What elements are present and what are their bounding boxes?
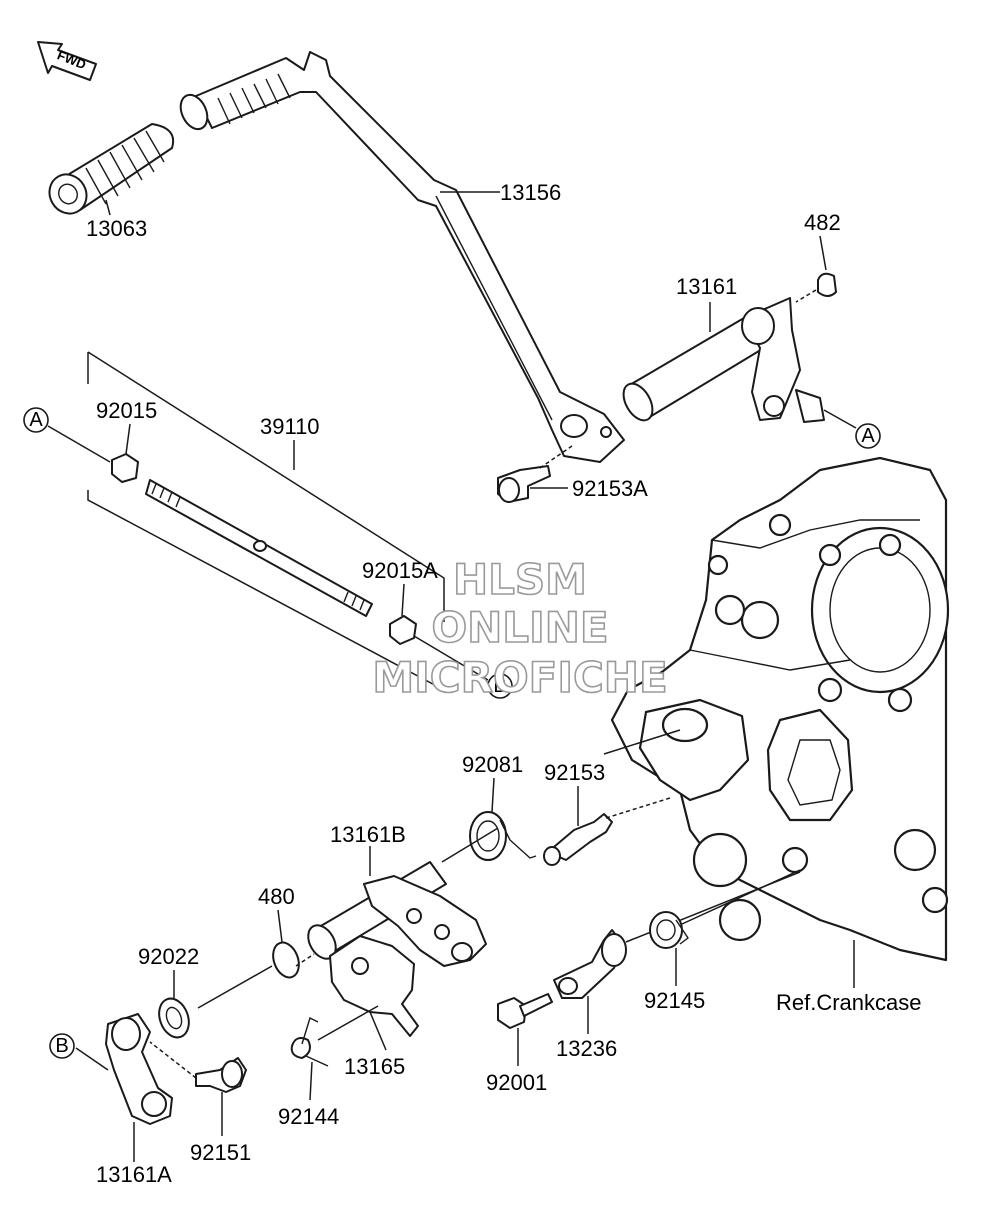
leader-a-left (47, 425, 111, 463)
watermark-line1: HLSM (453, 555, 587, 604)
leader-13161B-b (441, 827, 499, 863)
label-13161: 13161 (676, 274, 737, 299)
rod-assembly-bracket (87, 351, 445, 691)
leader-13165 (369, 1011, 387, 1051)
label-92145: 92145 (644, 988, 705, 1013)
label-480: 480 (258, 884, 295, 909)
label-13063: 13063 (86, 216, 147, 241)
part-480-circlip (272, 941, 300, 979)
leader-92151-b (149, 1041, 197, 1079)
part-92153A-bolt (497, 465, 551, 503)
label-92153A: 92153A (572, 476, 648, 501)
label-92153: 92153 (544, 760, 605, 785)
leader-92153-b (605, 797, 671, 819)
leader-92144-b (317, 1005, 379, 1041)
part-92144-spring (290, 1017, 329, 1067)
fwd-arrow-icon: FWD (37, 41, 97, 81)
part-92015A-nut (389, 615, 417, 645)
leader-482b (795, 289, 817, 303)
part-92153-bolt (543, 813, 613, 866)
part-92081-spring (469, 811, 537, 861)
leader-92015A (401, 583, 405, 617)
part-13161B-shaft (307, 861, 487, 967)
leader-b-right (413, 635, 489, 681)
label-13156: 13156 (500, 180, 561, 205)
leader-482 (819, 235, 827, 271)
callout-a-right: A (855, 423, 881, 449)
label-92144: 92144 (278, 1104, 339, 1129)
leader-92081 (491, 777, 495, 813)
leader-480 (277, 909, 283, 943)
part-13161-shaft (622, 297, 825, 423)
part-13236-lever (553, 929, 627, 999)
callout-b-right: B (487, 673, 513, 699)
label-13236: 13236 (556, 1036, 617, 1061)
part-13165-plate (329, 935, 419, 1037)
label-ref-crankcase: Ref.Crankcase (776, 990, 922, 1015)
callout-b-left-label: B (55, 1035, 68, 1057)
callout-a-left: A (23, 407, 49, 433)
label-92022: 92022 (138, 944, 199, 969)
leader-13063 (105, 199, 111, 216)
leader-92015 (125, 423, 131, 455)
watermark-line2: ONLINE (431, 603, 608, 652)
leader-92022-b (197, 965, 273, 1009)
crankcase-outline (610, 456, 950, 962)
label-13161A: 13161A (96, 1162, 172, 1187)
part-39110-rod (145, 479, 373, 617)
leader-92153-c (603, 729, 681, 755)
label-92015A: 92015A (362, 558, 438, 583)
callout-a-right-label: A (861, 425, 875, 447)
label-39110: 39110 (260, 414, 320, 439)
part-13161A-arm (105, 1013, 173, 1125)
label-92001: 92001 (486, 1070, 547, 1095)
label-482: 482 (804, 210, 841, 235)
part-92145-spring (649, 911, 689, 949)
label-13165: 13165 (344, 1054, 405, 1079)
watermark: HLSM ONLINE MICROFICHE (372, 554, 669, 703)
part-92151-bolt (195, 1057, 247, 1093)
part-92015-nut (111, 453, 139, 483)
label-92015: 92015 (96, 398, 157, 423)
part-13063-rubber (48, 123, 174, 215)
callout-b-left: B (49, 1033, 75, 1059)
leader-b-left (75, 1047, 109, 1071)
label-13161B: 13161B (330, 822, 406, 847)
leader-480-b (295, 953, 315, 967)
part-13156-pedal (179, 51, 625, 463)
label-92151: 92151 (190, 1140, 251, 1165)
label-92081: 92081 (462, 752, 523, 777)
part-482-clip (817, 272, 837, 297)
part-92001-bolt (497, 993, 553, 1029)
callout-b-right-label: B (493, 675, 506, 697)
leader-92145-b (681, 869, 801, 925)
leader-a-right (823, 409, 857, 429)
leader-92144 (309, 1061, 313, 1101)
part-92022-washer (158, 997, 190, 1039)
watermark-line3: MICROFICHE (372, 653, 667, 702)
callout-a-left-label: A (29, 409, 43, 431)
